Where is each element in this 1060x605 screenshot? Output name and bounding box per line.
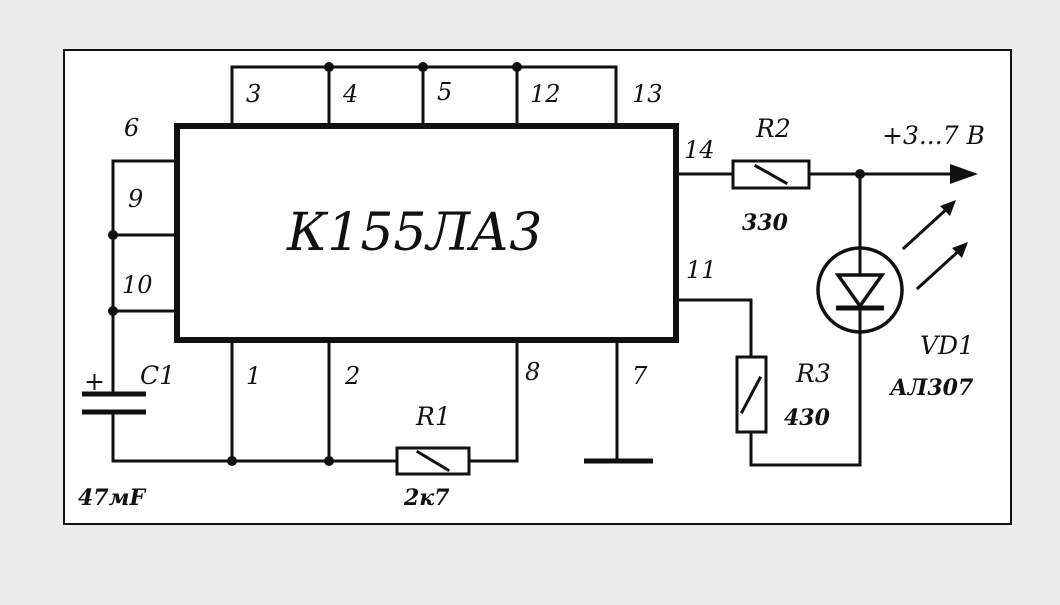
pin-9-label: 9 [128,185,143,213]
c1-label: C1 [140,361,175,390]
pin-8-label: 8 [525,358,540,386]
junction-dot [227,456,237,466]
pin-4-label: 4 [342,80,358,108]
pin-1-label: 1 [246,362,261,390]
r1-label: R1 [415,402,451,431]
junction-dot [324,456,334,466]
r3-value: 430 [784,405,831,431]
resistor-r3 [735,355,768,434]
junction-dot [512,62,522,72]
pin-13-label: 13 [632,80,663,108]
pin-11-label: 11 [686,256,717,284]
junction-dot [324,62,334,72]
r2-label: R2 [755,114,791,143]
junction-dot [418,62,428,72]
capacitor-c1 [82,391,146,415]
pin-5-label: 5 [437,78,452,106]
supply-label: +3...7 В [882,121,985,150]
vd1-label: VD1 [920,331,974,360]
chip-body [174,123,679,343]
c1-polarity: + [84,367,105,396]
pin-14-label: 14 [684,136,715,164]
resistor-r2 [731,159,811,190]
supply-wires [674,164,978,184]
pin-2-label: 2 [344,362,360,390]
resistor-r1 [395,446,471,476]
r2-value: 330 [742,210,789,236]
led-vd1 [816,200,968,334]
r1-value: 2к7 [403,485,450,511]
junction-dot [108,306,118,316]
pin-11-wires [674,172,862,467]
pin-7-label: 7 [632,362,648,390]
junction-dot [108,230,118,240]
r3-label: R3 [795,359,831,388]
chip-name: К155ЛА3 [286,203,542,263]
pin-6-label: 6 [124,114,139,142]
pin-3-label: 3 [246,80,261,108]
vd1-value: АЛ307 [888,375,974,401]
ground-symbol [584,338,653,464]
pin-10-label: 10 [122,271,153,299]
pin-12-label: 12 [530,80,561,108]
c1-value: 47мF [78,485,147,511]
